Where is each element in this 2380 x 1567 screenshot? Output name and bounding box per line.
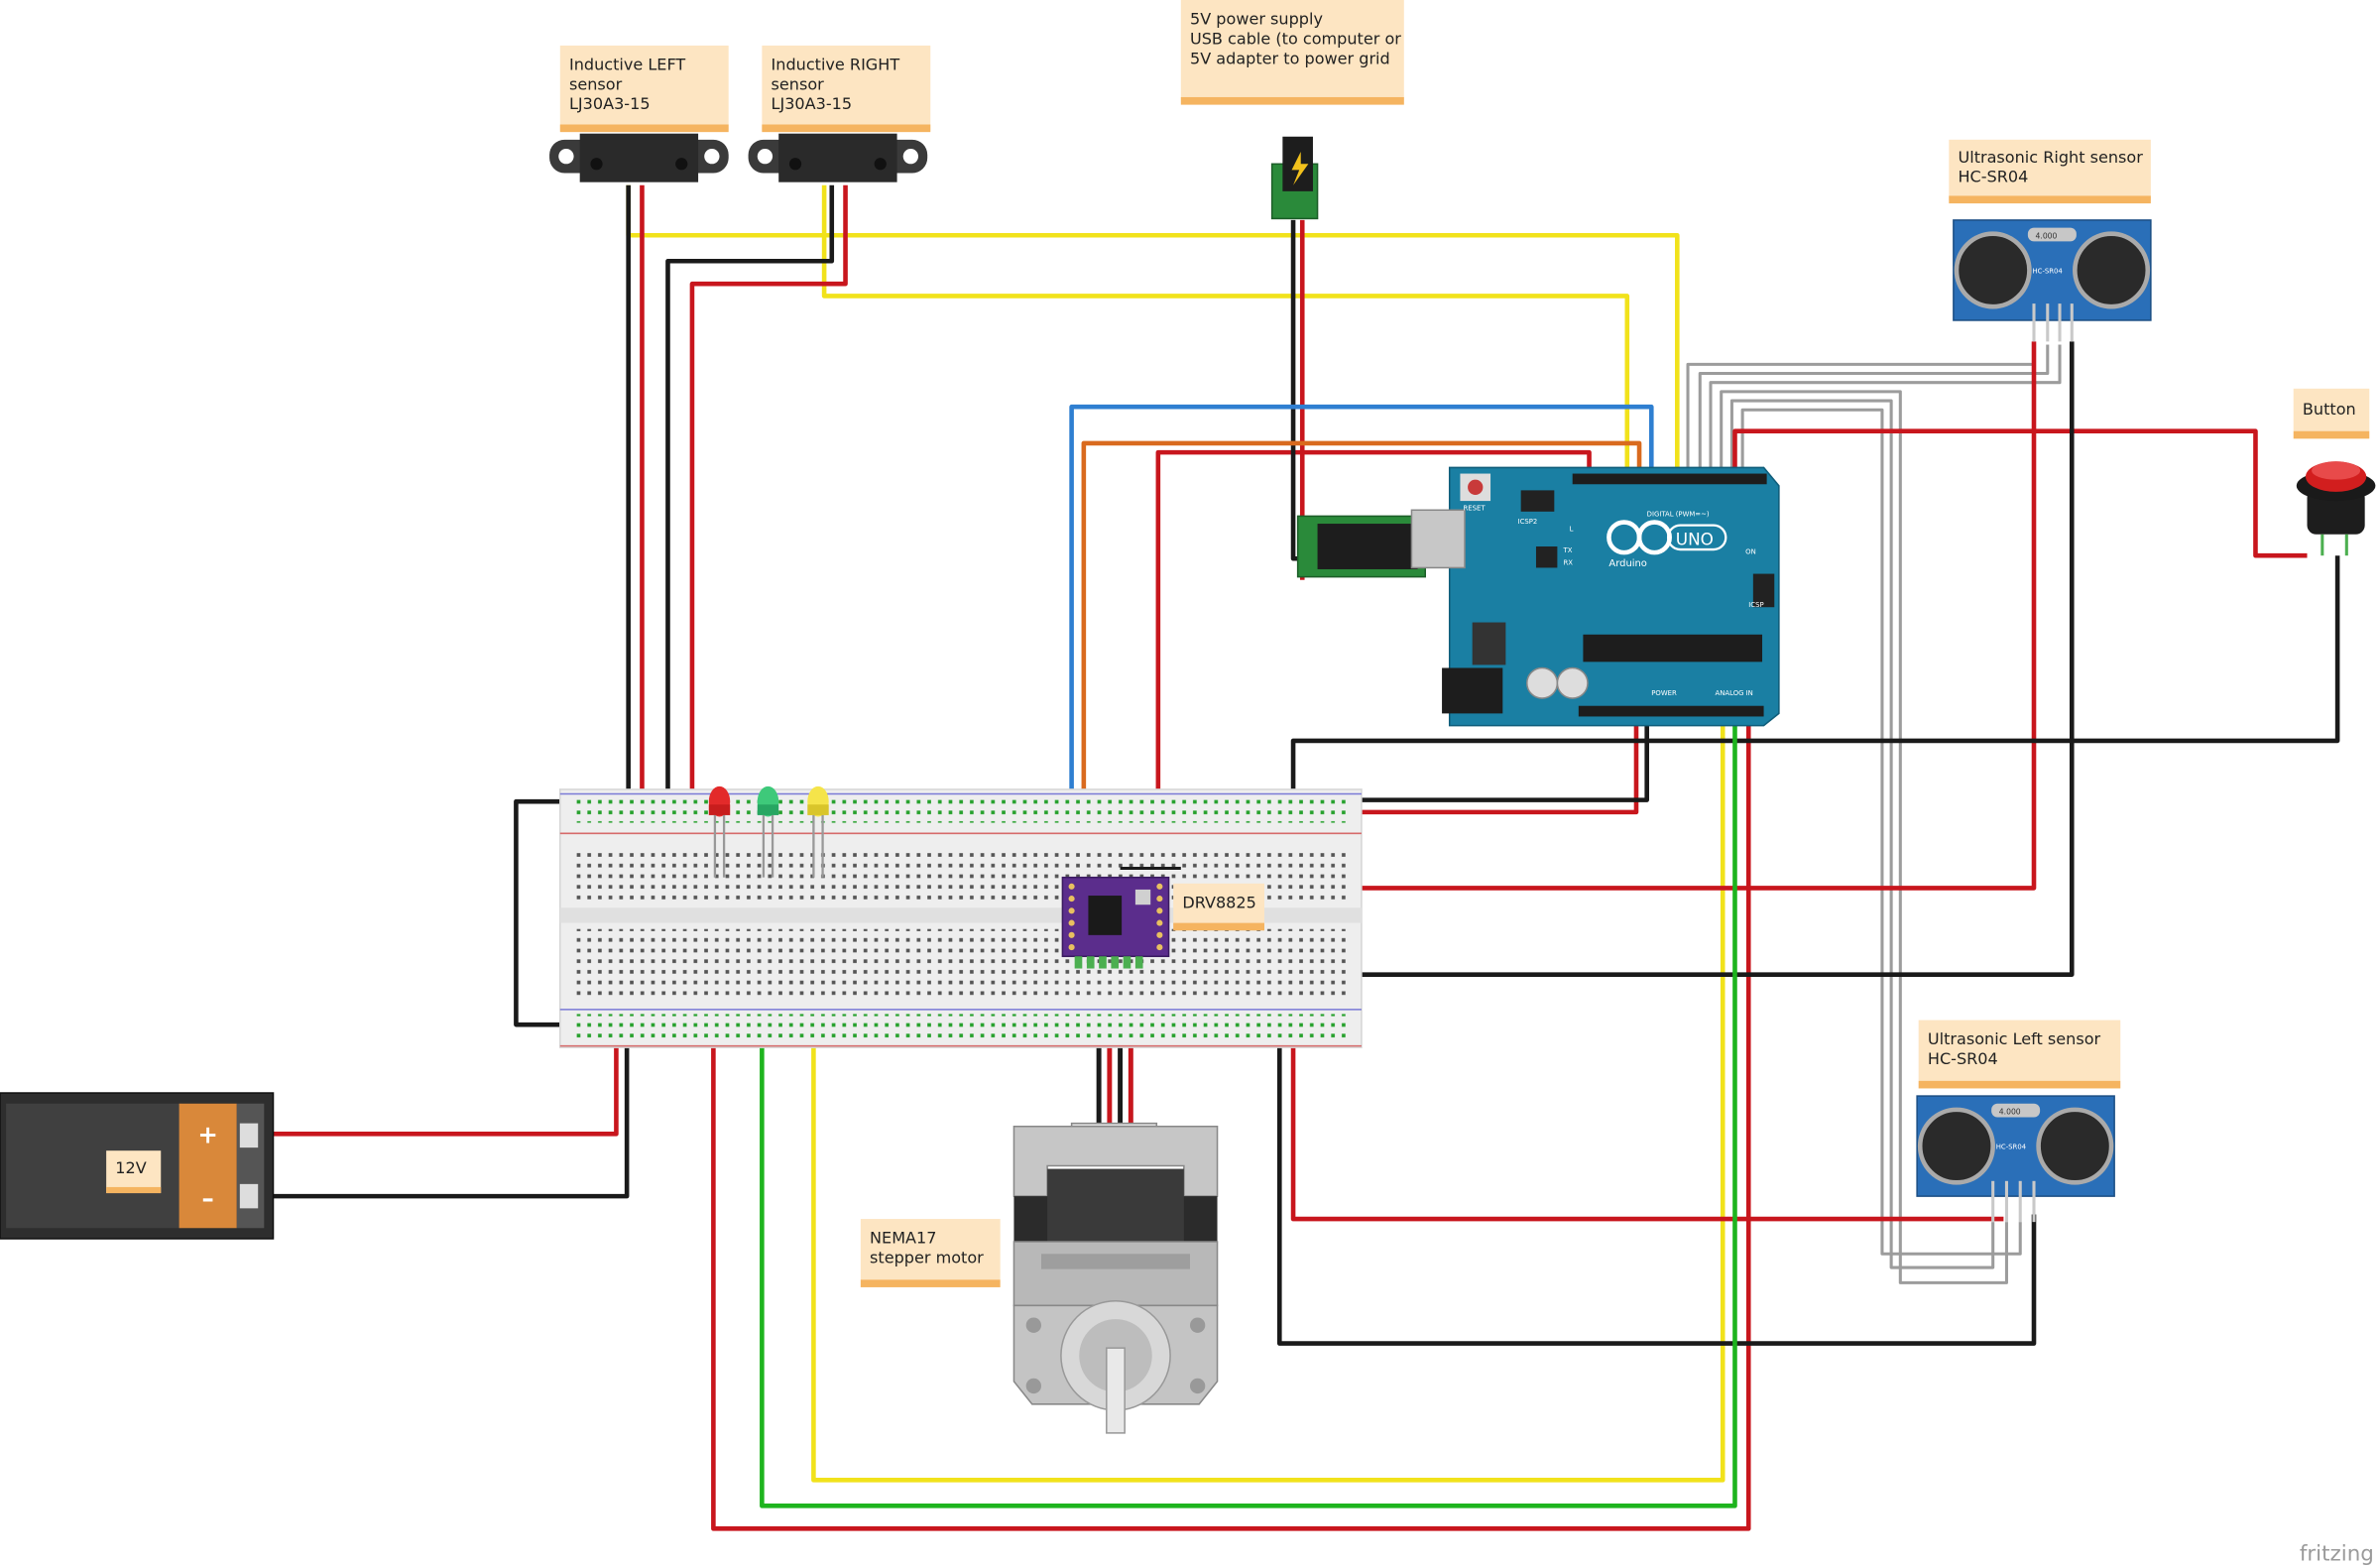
note-inductive-left-line3: LJ30A3-15	[569, 94, 651, 113]
note-button-text: Button	[2303, 400, 2356, 419]
stepper-motor	[1012, 1122, 1219, 1434]
ultrasonic-sensor-left: 4.000 HC-SR04	[1916, 1095, 2115, 1223]
note-inductive-right-line3: LJ30A3-15	[772, 94, 853, 113]
note-power-line2: USB cable (to computer or	[1190, 29, 1401, 48]
note-stepper-line1: NEMA17	[870, 1229, 936, 1248]
note-ultrasonic-right: Ultrasonic Right sensor HC-SR04	[1949, 139, 2151, 204]
note-ultrasonic-left-line2: HC-SR04	[1928, 1049, 1998, 1068]
drv8825-driver	[1061, 866, 1181, 969]
green-wires	[760, 713, 1737, 1508]
battery-minus-label: –	[202, 1184, 214, 1213]
note-inductive-right-line2: sensor	[772, 74, 825, 93]
note-stepper-line2: stepper motor	[870, 1248, 984, 1266]
note-inductive-left-line2: sensor	[569, 74, 623, 93]
note-button: Button	[2293, 388, 2370, 439]
arduino-brand-label: Arduino	[1608, 558, 1646, 569]
note-ultrasonic-left-line1: Ultrasonic Left sensor	[1928, 1029, 2101, 1048]
led-green	[757, 785, 779, 878]
led-rx-label: RX	[1564, 558, 1574, 566]
note-ultrasonic-left: Ultrasonic Left sensor HC-SR04	[1918, 1020, 2121, 1089]
arduino-logo: UNO Arduino	[1606, 520, 1727, 569]
power-header-label: POWER	[1651, 689, 1677, 697]
note-inductive-right: Inductive RIGHT sensor LJ30A3-15	[762, 45, 931, 133]
battery-12v: + – 12V	[0, 1092, 275, 1240]
note-inductive-left: Inductive LEFT sensor LJ30A3-15	[559, 45, 729, 133]
ultrasonic-sensor-right: 4.000 HC-SR04	[1953, 219, 2152, 342]
inductive-sensor-left	[549, 133, 729, 182]
led-yellow	[807, 785, 829, 878]
note-ultrasonic-right-line1: Ultrasonic Right sensor	[1958, 148, 2143, 167]
note-inductive-left-line1: Inductive LEFT	[569, 55, 685, 73]
wires	[265, 184, 2340, 1531]
fritzing-watermark: fritzing	[2300, 1541, 2374, 1566]
arduino-uno: RESET ICSP2 DIGITAL (PWM=~) UNO Arduino …	[1296, 466, 1780, 727]
sonar-left-crystal: 4.000	[1999, 1107, 2021, 1116]
note-ultrasonic-right-line2: HC-SR04	[1958, 168, 2028, 186]
inductive-sensor-right	[748, 133, 928, 182]
led-red	[708, 785, 731, 878]
battery-plus-label: +	[197, 1121, 218, 1149]
note-inductive-right-line1: Inductive RIGHT	[772, 55, 900, 73]
note-drv8825: DRV8825	[1173, 883, 1264, 931]
icsp-label: ICSP	[1748, 601, 1763, 609]
sonar-right-model: HC-SR04	[2032, 268, 2062, 276]
note-power-supply: 5V power supply USB cable (to computer o…	[1180, 0, 1404, 105]
sonar-right-crystal: 4.000	[2036, 231, 2058, 240]
on-led-label: ON	[1745, 548, 1756, 556]
battery-label: 12V	[115, 1158, 146, 1177]
note-stepper: NEMA17 stepper motor	[860, 1219, 1001, 1287]
note-power-line1: 5V power supply	[1190, 9, 1323, 28]
icsp2-label: ICSP2	[1518, 518, 1538, 526]
push-button	[2296, 461, 2376, 556]
led-tx-label: TX	[1563, 546, 1573, 554]
sonar-left-model: HC-SR04	[1996, 1144, 2026, 1151]
arduino-model-label: UNO	[1676, 529, 1714, 548]
reset-label: RESET	[1463, 504, 1486, 512]
analog-header-label: ANALOG IN	[1716, 689, 1753, 697]
digital-header-label: DIGITAL (PWM=~)	[1647, 510, 1710, 518]
note-driver-text: DRV8825	[1182, 893, 1256, 911]
led-l-label: L	[1570, 526, 1574, 534]
note-power-line3: 5V adapter to power grid	[1190, 49, 1390, 67]
power-jack	[1270, 136, 1319, 220]
ultrasonic-signal-wires	[1686, 344, 2062, 1284]
